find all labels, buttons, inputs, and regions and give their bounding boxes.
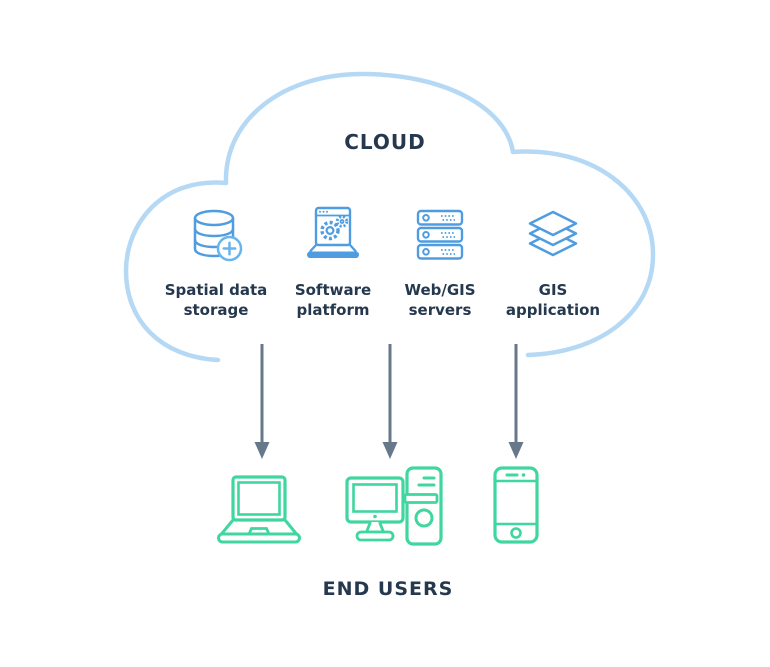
database-plus-icon xyxy=(186,203,246,267)
end-users-title: END USERS xyxy=(322,578,454,600)
down-arrow-icon xyxy=(382,344,398,459)
component-gis-application: GIS application xyxy=(491,203,615,321)
laptop-icon xyxy=(215,474,303,550)
layers-icon xyxy=(522,203,584,267)
cloud-components-row: Spatial data storage Software xyxy=(0,203,770,323)
cloud-title: CLOUD xyxy=(344,130,426,154)
down-arrow-icon xyxy=(254,344,270,459)
component-label: Spatial data storage xyxy=(164,281,268,319)
component-spatial-data-storage: Spatial data storage xyxy=(154,203,278,321)
browser-gears-icon xyxy=(303,203,363,267)
server-stack-icon xyxy=(410,203,470,267)
component-label: GIS application xyxy=(505,281,601,319)
component-software-platform: Software platform xyxy=(271,203,395,321)
component-label: Web/GIS servers xyxy=(404,281,476,319)
smartphone-icon xyxy=(493,466,539,548)
desktop-computer-icon xyxy=(345,466,445,552)
component-web-gis-servers: Web/GIS servers xyxy=(378,203,502,321)
down-arrow-icon xyxy=(508,344,524,459)
component-label: Software platform xyxy=(294,281,372,319)
